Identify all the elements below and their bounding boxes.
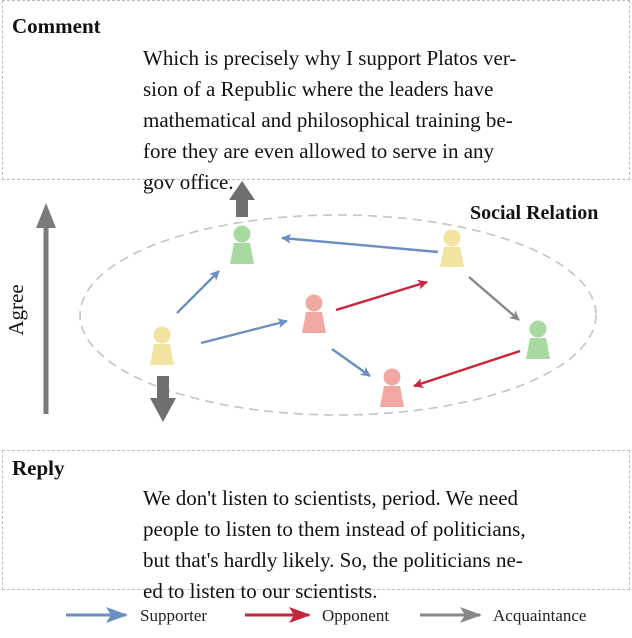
comment-box [2,0,630,180]
reply-label: Reply [12,456,65,480]
person-icon-pink-center [302,294,326,333]
comment-line: fore they are even allowed to serve in a… [143,139,495,163]
legend-supporter: Supporter [66,606,207,625]
agree-label: Agree [4,284,28,335]
person-icon-pink-bottom [380,368,404,407]
reply-box [2,450,630,590]
edge-supporter [331,348,371,377]
reply-line: ed to listen to our scientists. [143,579,378,603]
legend-acquaintance: Acquaintance [420,606,586,625]
agree-axis-arrow-icon [36,203,56,414]
community-ellipse [79,214,597,416]
upvote-arrow-icon [229,181,255,217]
person-icon-green-top [230,225,254,264]
legend-label: Supporter [140,606,207,625]
social-relation-title: Social Relation [470,202,598,224]
edge-supporter [281,233,439,254]
downvote-arrow-icon [150,376,176,422]
comment-label: Comment [12,14,101,38]
person-icon-yellow-top-right [440,229,464,267]
edge-opponent [413,349,521,388]
reply-line: but that's hardly likely. So, the politi… [143,548,523,572]
edge-acquaintance [468,276,520,321]
person-icon-green-right [526,320,550,359]
legend-label: Acquaintance [493,606,586,625]
legend-label: Opponent [322,606,389,625]
comment-text: Which is precisely why I support Platos … [143,12,516,229]
edge-supporter [200,318,288,345]
reply-line: people to listen to them instead of poli… [143,517,526,541]
comment-line: Which is precisely why I support Platos … [143,46,517,70]
comment-line: mathematical and philosophical training … [143,108,513,132]
comment-line: gov office. [143,170,234,194]
reply-text: We don't listen to scientists, period. W… [143,452,526,638]
legend-opponent: Opponent [245,606,389,625]
edge-opponent [335,279,428,312]
person-icon-yellow-left [150,326,174,365]
reply-line: We don't listen to scientists, period. W… [143,486,519,510]
edge-supporter [176,270,220,314]
comment-line: sion of a Republic where the leaders hav… [143,77,494,101]
